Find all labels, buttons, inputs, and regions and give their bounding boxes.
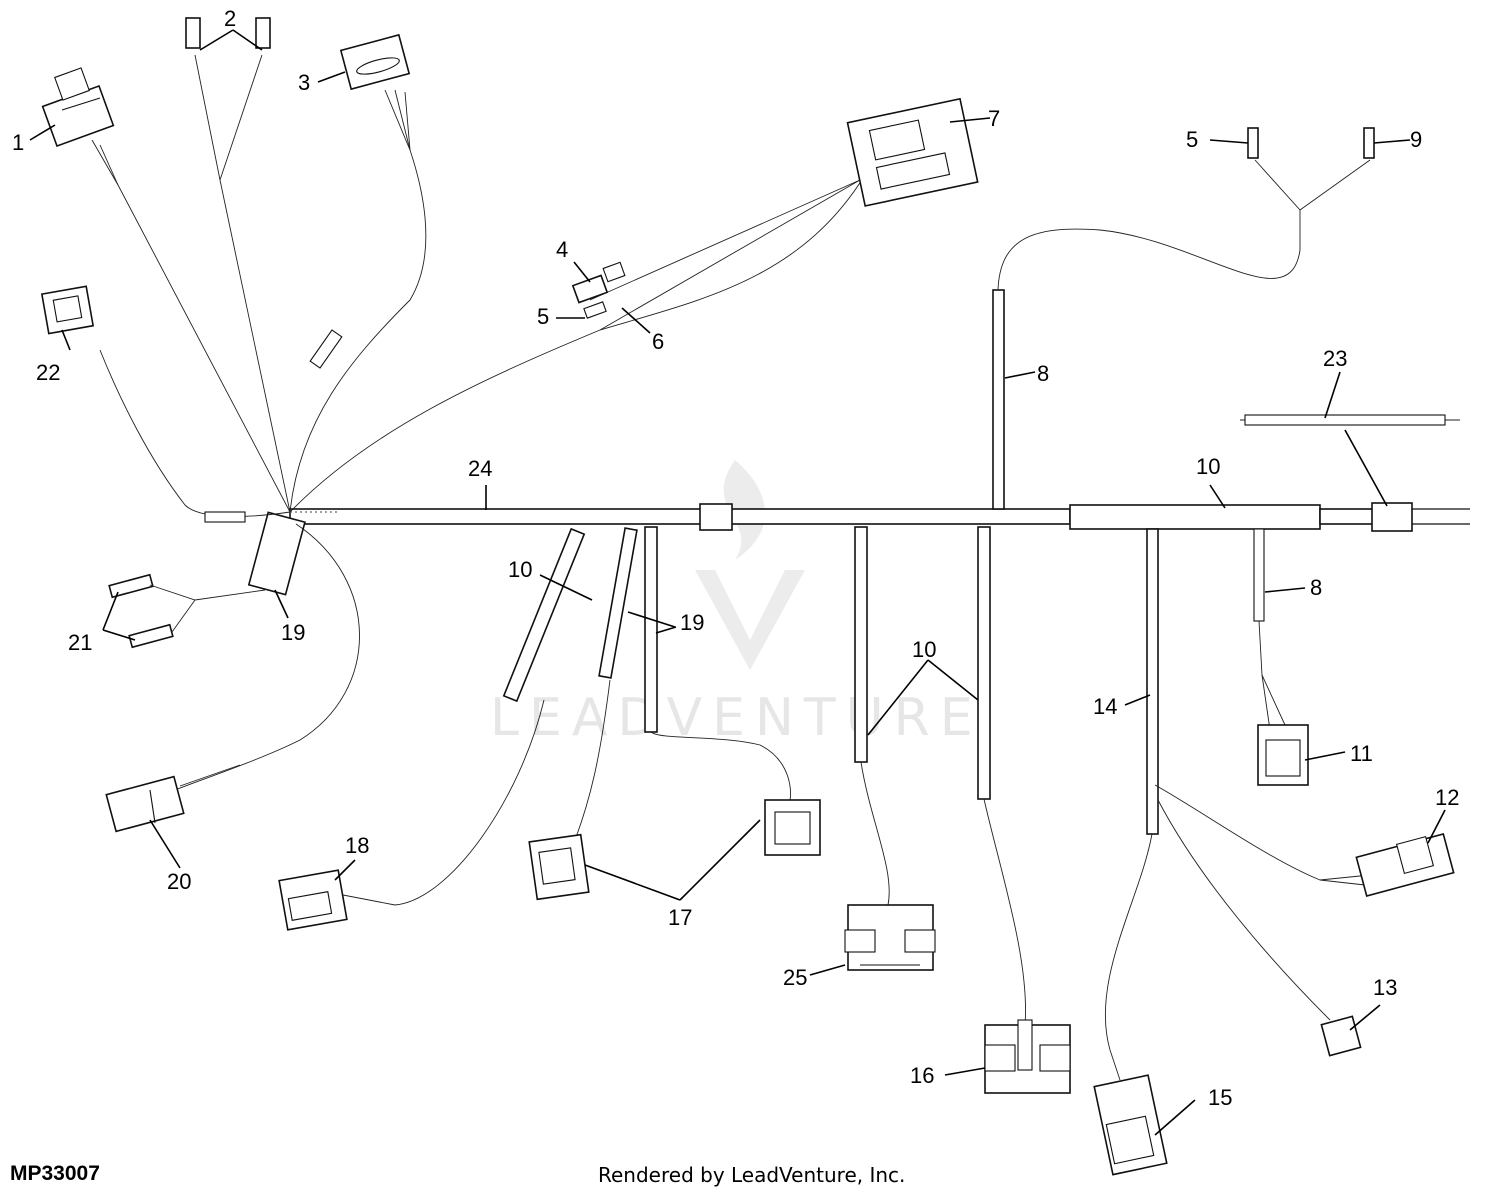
figure-id: MP33007 bbox=[10, 1162, 100, 1185]
watermark-text: LEADVENTURE bbox=[490, 688, 983, 748]
main-trunk bbox=[247, 502, 1470, 596]
callout-10-b: 10 bbox=[912, 637, 936, 662]
callout-14: 14 bbox=[1093, 694, 1117, 719]
callout-9: 9 bbox=[1410, 127, 1422, 152]
branch-sleeve-19-angled bbox=[598, 527, 638, 679]
connector-18 bbox=[278, 869, 396, 931]
callout-18: 18 bbox=[345, 833, 369, 858]
callout-8-b: 8 bbox=[1310, 575, 1322, 600]
callout-1: 1 bbox=[12, 130, 24, 155]
callout-20: 20 bbox=[167, 869, 191, 894]
callout-15: 15 bbox=[1208, 1085, 1232, 1110]
trunk-sleeve-10 bbox=[1069, 504, 1321, 530]
trunk-segment-24 bbox=[289, 508, 1071, 525]
connector-20 bbox=[105, 775, 185, 833]
branch-sleeve-10-angled bbox=[502, 527, 586, 703]
callout-23: 23 bbox=[1323, 346, 1347, 371]
callout-7: 7 bbox=[988, 106, 1000, 131]
callout-17: 17 bbox=[668, 905, 692, 930]
connector-15 bbox=[1093, 1074, 1168, 1176]
leader-lines bbox=[29, 29, 1446, 1136]
connector-5-9-terminals bbox=[1247, 127, 1375, 159]
fuse-holder-23 bbox=[1244, 414, 1446, 426]
connector-11 bbox=[1257, 724, 1309, 786]
callout-12: 12 bbox=[1435, 785, 1459, 810]
callout-5: 5 bbox=[537, 304, 549, 329]
branch-sleeve-10-b bbox=[977, 526, 991, 800]
connector-1 bbox=[41, 67, 115, 148]
connector-13 bbox=[1320, 1015, 1362, 1057]
callout-4: 4 bbox=[556, 237, 568, 262]
callout-6: 6 bbox=[652, 329, 664, 354]
left-fanout-wires bbox=[91, 54, 866, 791]
watermark: LEADVENTURE bbox=[490, 460, 983, 748]
connector-17-a bbox=[528, 833, 590, 901]
callout-21: 21 bbox=[68, 630, 92, 655]
connector-16 bbox=[984, 1019, 1071, 1094]
branch-sleeve-10-a bbox=[854, 526, 868, 763]
trunk-segment-right bbox=[1319, 508, 1376, 525]
callout-16: 16 bbox=[910, 1063, 934, 1088]
callout-22: 22 bbox=[36, 360, 60, 385]
callout-3: 3 bbox=[298, 70, 310, 95]
callout-13: 13 bbox=[1373, 975, 1397, 1000]
connector-4-5-6 bbox=[571, 261, 626, 319]
trunk-clip-23 bbox=[1371, 502, 1413, 532]
callout-25: 25 bbox=[783, 965, 807, 990]
callout-8: 8 bbox=[1037, 361, 1049, 386]
trunk-branches bbox=[394, 159, 1460, 1081]
callout-10-c: 10 bbox=[1196, 454, 1220, 479]
callout-19-b: 19 bbox=[281, 620, 305, 645]
callout-5-b: 5 bbox=[1186, 127, 1198, 152]
callout-10: 10 bbox=[508, 557, 532, 582]
connector-12 bbox=[1355, 833, 1455, 897]
connector-3 bbox=[339, 33, 411, 91]
render-credit: Rendered by LeadVenture, Inc. bbox=[598, 1163, 906, 1187]
callouts: 1 2 3 4 5 5 6 7 8 8 9 10 10 10 11 12 13 … bbox=[12, 6, 1459, 1110]
connector-7 bbox=[846, 97, 979, 207]
connector-22 bbox=[40, 285, 95, 335]
branch-sleeve-14 bbox=[1146, 528, 1159, 835]
callout-19: 19 bbox=[680, 610, 704, 635]
branch-sleeve-8-lower bbox=[1253, 528, 1265, 622]
callout-24: 24 bbox=[468, 456, 492, 481]
callout-2: 2 bbox=[224, 6, 236, 31]
branch-sleeve-8-upper bbox=[992, 289, 1005, 510]
connector-17-b bbox=[764, 799, 821, 856]
branch-sleeve-19-left bbox=[247, 511, 306, 596]
connector-2-terminals bbox=[185, 17, 271, 49]
watermark-v-icon bbox=[695, 570, 805, 670]
connector-25 bbox=[844, 904, 936, 971]
trunk-grommet bbox=[699, 503, 733, 531]
callout-11: 11 bbox=[1350, 741, 1373, 766]
branch-sleeve-19-vertical bbox=[644, 526, 658, 733]
connector-21-terminals bbox=[108, 573, 266, 649]
